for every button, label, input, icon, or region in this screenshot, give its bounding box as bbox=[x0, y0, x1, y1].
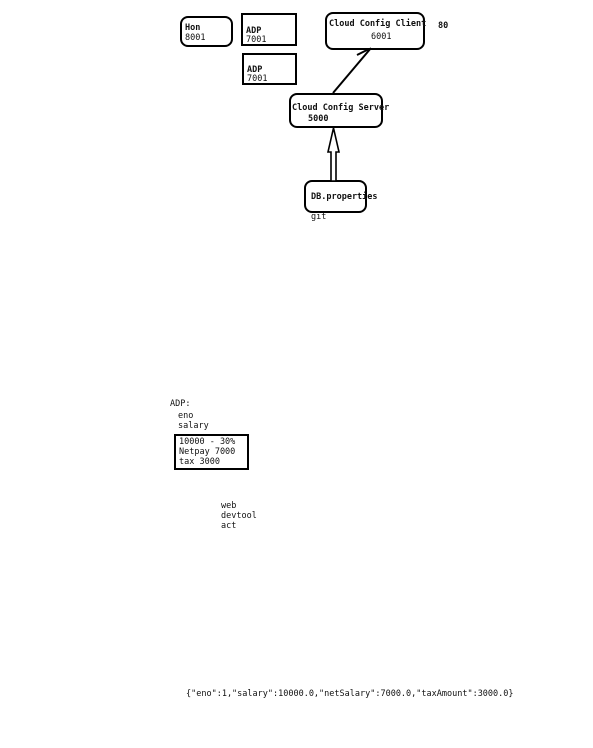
hon-box bbox=[180, 16, 233, 47]
server-to-client-line bbox=[332, 47, 372, 94]
adp-box-2 bbox=[242, 53, 297, 85]
config-server-port: 5000 bbox=[308, 114, 329, 124]
config-client-box bbox=[325, 12, 425, 50]
calc-line-2: Netpay 7000 bbox=[179, 447, 236, 457]
db-properties-label: DB.properties bbox=[311, 192, 378, 202]
server-to-client-tick bbox=[356, 48, 370, 56]
db-to-server-arrow bbox=[326, 127, 341, 182]
dep-act: act bbox=[221, 521, 237, 531]
config-client-port: 6001 bbox=[371, 32, 392, 42]
adp-box-1 bbox=[241, 13, 297, 46]
field-eno: eno bbox=[178, 411, 194, 421]
adp-notes-heading: ADP: bbox=[170, 399, 191, 409]
field-salary: salary bbox=[178, 421, 209, 431]
calc-box bbox=[174, 434, 249, 470]
calc-line-1: 10000 - 30% bbox=[179, 437, 236, 447]
config-server-label: Cloud Config Server bbox=[292, 103, 390, 113]
adp-2-label: ADP bbox=[247, 65, 263, 75]
adp-2-port: 7001 bbox=[247, 74, 268, 84]
calc-line-3: tax 3000 bbox=[179, 457, 220, 467]
config-client-extra-port: 80 bbox=[438, 21, 449, 31]
git-label: git bbox=[311, 212, 327, 222]
dep-web: web bbox=[221, 501, 237, 511]
hon-label: Hon bbox=[185, 23, 201, 33]
json-output: {"eno":1,"salary":10000.0,"netSalary":70… bbox=[186, 689, 514, 699]
config-server-box bbox=[289, 93, 383, 128]
adp-1-label: ADP bbox=[246, 26, 262, 36]
dep-devtool: devtool bbox=[221, 511, 257, 521]
adp-1-port: 7001 bbox=[246, 35, 267, 45]
config-client-label: Cloud Config Client bbox=[329, 19, 427, 29]
hon-port: 8001 bbox=[185, 33, 206, 43]
